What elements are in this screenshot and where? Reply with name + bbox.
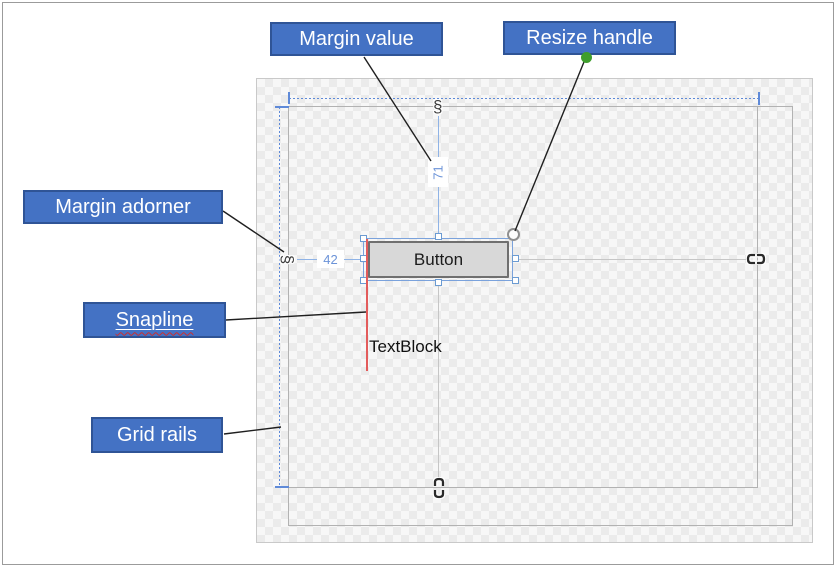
broken-chain-right-icon[interactable] [746, 253, 766, 265]
label-grid-rails: Grid rails [91, 417, 223, 453]
label-margin-adorner-text: Margin adorner [55, 195, 191, 218]
label-snapline: Snapline [83, 302, 226, 338]
resize-handle-circle-icon[interactable] [507, 228, 520, 241]
resize-handle-right-center[interactable] [512, 255, 519, 262]
callout-dot-icon [581, 52, 592, 63]
margin-value-top[interactable]: 71 [428, 157, 448, 187]
textblock-control[interactable]: TextBlock [369, 337, 442, 356]
label-resize-handle-text: Resize handle [526, 26, 653, 49]
label-margin-value-text: Margin value [299, 27, 414, 50]
resize-handle-bottom-right[interactable] [512, 277, 519, 284]
rail-tick-top-right [758, 92, 760, 105]
label-grid-rails-text: Grid rails [116, 423, 197, 446]
grid-outline[interactable] [288, 106, 758, 488]
rail-tick-left-top [275, 106, 289, 108]
guide-line-bottom [438, 284, 439, 477]
margin-anchor-top-icon[interactable]: § [433, 98, 442, 115]
anchor-glyph: § [433, 97, 443, 116]
label-margin-value: Margin value [270, 22, 443, 56]
anchor-glyph: § [278, 254, 298, 265]
grid-rail-horizontal[interactable] [289, 98, 759, 99]
label-snapline-text: Snapline [115, 308, 194, 331]
broken-chain-bottom-icon[interactable] [433, 477, 445, 499]
resize-handle-top-center[interactable] [435, 233, 442, 240]
margin-value-left[interactable]: 42 [317, 250, 344, 268]
label-resize-handle: Resize handle [503, 21, 676, 55]
label-margin-adorner: Margin adorner [23, 190, 223, 224]
button-label: Button [413, 249, 464, 269]
resize-handle-top-left[interactable] [360, 235, 367, 242]
rail-tick-top-left [288, 92, 290, 104]
snapline-indicator [366, 239, 368, 371]
grid-rail-vertical[interactable] [279, 107, 280, 488]
button-control[interactable]: Button [368, 241, 509, 278]
margin-value-left-text: 42 [323, 251, 338, 267]
rail-tick-left-bottom [275, 486, 289, 488]
guide-line-right [516, 259, 747, 260]
resize-handle-bottom-center[interactable] [435, 279, 442, 286]
margin-value-top-text: 71 [430, 164, 446, 180]
margin-adorner-icon[interactable]: § [278, 254, 298, 265]
label-snapline-wavy: Snapline [116, 309, 194, 332]
